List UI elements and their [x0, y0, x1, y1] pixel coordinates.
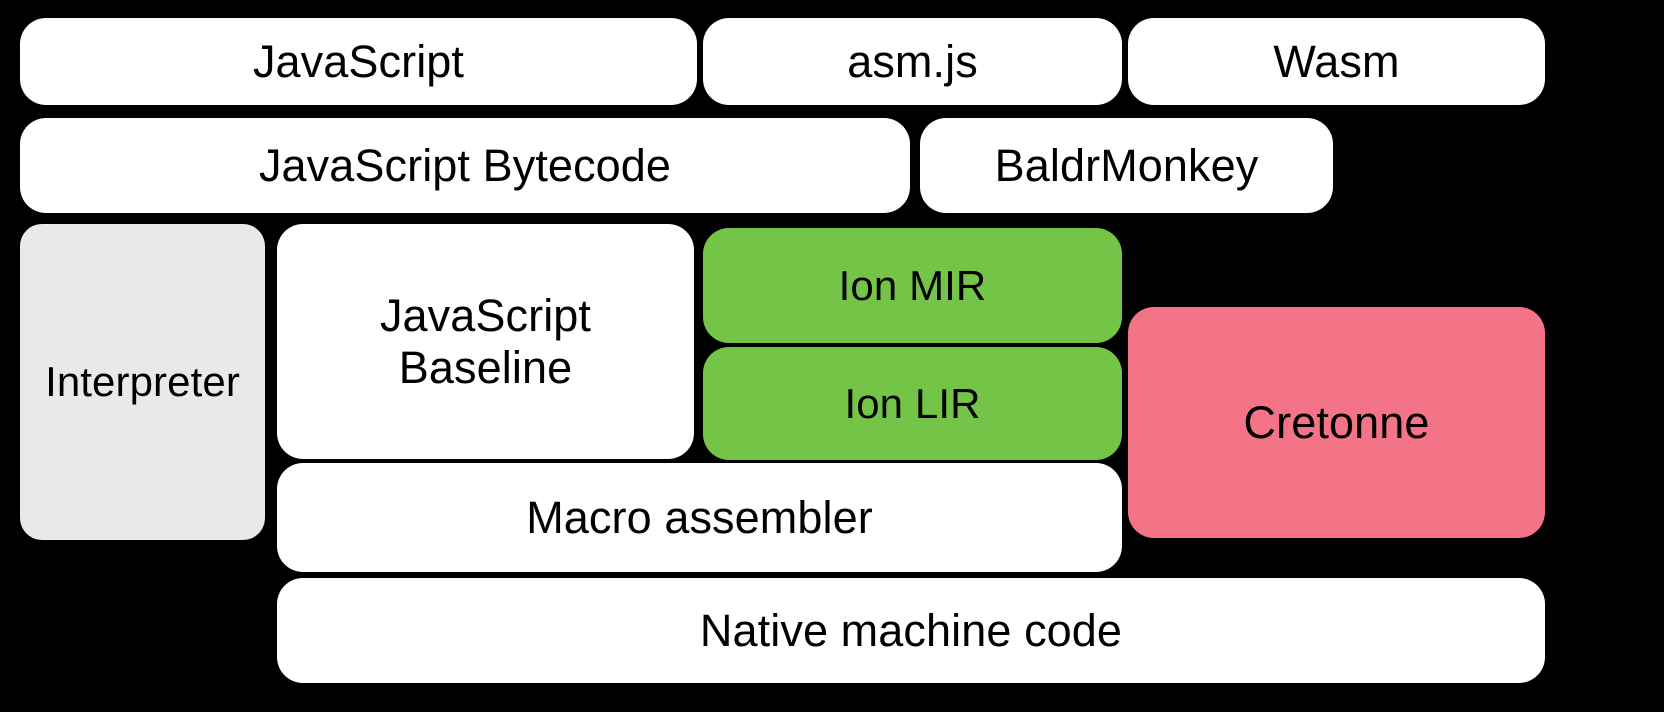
node-native-machine-code[interactable]: Native machine code	[277, 578, 1545, 683]
node-asmjs[interactable]: asm.js	[703, 18, 1122, 105]
node-baldrmonkey[interactable]: BaldrMonkey	[920, 118, 1333, 213]
node-wasm[interactable]: Wasm	[1128, 18, 1545, 105]
node-cretonne[interactable]: Cretonne	[1128, 307, 1545, 538]
node-javascript[interactable]: JavaScript	[20, 18, 697, 105]
node-ion-lir[interactable]: Ion LIR	[703, 347, 1122, 460]
node-javascript-bytecode[interactable]: JavaScript Bytecode	[20, 118, 910, 213]
node-ion-mir[interactable]: Ion MIR	[703, 228, 1122, 343]
node-interpreter[interactable]: Interpreter	[20, 224, 265, 540]
node-macro-assembler[interactable]: Macro assembler	[277, 463, 1122, 572]
node-javascript-baseline[interactable]: JavaScript Baseline	[277, 224, 694, 459]
